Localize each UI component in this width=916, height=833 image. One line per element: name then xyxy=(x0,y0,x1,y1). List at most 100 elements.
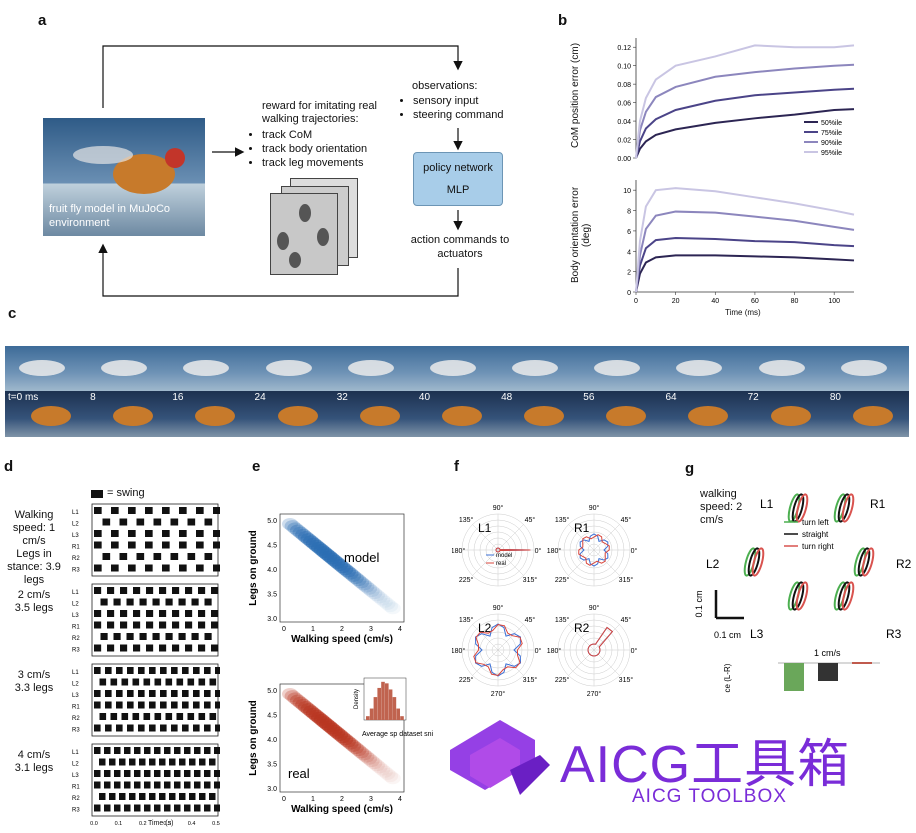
density-cell xyxy=(282,518,298,530)
swing-bar xyxy=(138,724,145,732)
swing-bar xyxy=(165,713,173,720)
swing-bar xyxy=(94,770,101,777)
swing-bar xyxy=(159,644,167,652)
fly-top-view xyxy=(840,360,887,376)
swing-bar xyxy=(149,724,156,732)
swing-bar xyxy=(211,644,219,652)
e-xtick-label: 3 xyxy=(369,626,373,633)
swing-bar xyxy=(107,610,115,617)
b-ytick-label: 0.08 xyxy=(617,82,631,89)
gait-leg-label: R3 xyxy=(72,568,80,574)
b-ytick-label: 10 xyxy=(623,188,631,195)
swing-bar xyxy=(116,724,123,732)
swing-bar xyxy=(94,747,101,754)
b-series-line xyxy=(635,87,855,159)
swing-bar xyxy=(162,564,170,572)
e-ylabel: Legs on ground xyxy=(248,530,259,606)
swing-bar xyxy=(102,553,111,560)
swing-bar xyxy=(111,564,119,572)
e-ytick-label: 3.5 xyxy=(267,762,277,769)
g-leg-label: L1 xyxy=(760,497,774,511)
swing-bar xyxy=(193,701,200,709)
reward-list: track CoM track body orientation track l… xyxy=(248,128,367,170)
polar-angle-label: 90° xyxy=(493,604,504,612)
walking-speed-value: Walking speed: 1 cm/s xyxy=(12,509,56,547)
swing-bar xyxy=(145,530,153,537)
density-cell xyxy=(382,770,399,783)
g-leg-label: R2 xyxy=(896,557,912,571)
density-cell xyxy=(358,580,375,593)
swing-bar xyxy=(215,690,220,697)
b-ytick-label: 2 xyxy=(627,270,631,277)
swing-bar xyxy=(94,610,102,617)
e-ytick-label: 4.0 xyxy=(267,737,277,744)
sim-frame: 32 xyxy=(333,346,417,437)
e-series-label: model xyxy=(344,550,380,565)
polar-legend-label: real xyxy=(496,561,506,567)
swing-bar xyxy=(149,758,156,766)
polar-leg-label: R2 xyxy=(574,621,590,635)
swing-bar xyxy=(198,644,206,652)
swing-bar xyxy=(159,758,166,766)
e-ytick-label: 5.0 xyxy=(267,688,277,695)
polar-spoke xyxy=(497,649,524,676)
swing-bar xyxy=(100,633,108,640)
b-xtick-label: 40 xyxy=(711,298,719,305)
density-cell xyxy=(350,744,367,757)
e-inset-bar xyxy=(388,689,393,720)
swing-bar xyxy=(198,610,206,617)
swing-bar xyxy=(165,633,173,640)
b-legend-label: 75%ile xyxy=(821,130,842,137)
e-ytick-label: 4.5 xyxy=(267,713,277,720)
swing-bar xyxy=(159,587,167,594)
swing-bar xyxy=(196,541,204,549)
gait-leg-label: R1 xyxy=(72,705,80,711)
density-cell xyxy=(366,757,383,770)
swing-bar xyxy=(116,667,123,674)
density-cell xyxy=(363,584,380,597)
swing-bar xyxy=(114,770,121,777)
swing-bar xyxy=(139,598,147,606)
polar-angle-label: 315° xyxy=(523,676,538,684)
fly-side-view xyxy=(359,406,400,426)
swing-bar xyxy=(211,621,219,629)
sim-frame: 80 xyxy=(826,346,910,437)
fly-side-view xyxy=(606,406,647,426)
swing-bar xyxy=(213,530,220,537)
swing-bar xyxy=(184,781,191,789)
g-legend-label: straight xyxy=(802,530,829,539)
observations-title: observations: xyxy=(412,80,478,92)
swing-bar xyxy=(182,690,189,697)
sim-frame: 48 xyxy=(498,346,582,437)
swing-bar xyxy=(187,518,196,526)
frame-time-label: 48 xyxy=(501,392,513,403)
swing-bar xyxy=(119,758,126,766)
fly-side-view xyxy=(688,406,729,426)
b-ytick-label: 0.12 xyxy=(617,45,631,52)
b-legend-label: 50%ile xyxy=(821,120,842,127)
swing-bar xyxy=(128,541,136,549)
reward-item: track body orientation xyxy=(262,142,367,156)
panel-label-e: e xyxy=(252,458,261,475)
density-cell xyxy=(374,763,391,776)
frame-time-label: 40 xyxy=(418,392,431,403)
fly-top-view xyxy=(265,360,312,376)
polar-angle-label: 45° xyxy=(621,516,632,524)
swing-bar xyxy=(105,667,112,674)
swing-bar xyxy=(134,770,141,777)
swing-bar xyxy=(102,518,111,526)
swing-bar xyxy=(128,530,136,537)
swing-bar xyxy=(193,667,200,674)
swing-bar xyxy=(94,724,101,732)
gait-leg-label: L2 xyxy=(72,682,79,688)
density-cell xyxy=(358,750,375,763)
gait-leg-label: L2 xyxy=(72,762,79,768)
density-cell xyxy=(382,600,399,613)
swing-bar xyxy=(146,621,154,629)
swing-bar xyxy=(94,587,102,594)
gait-leg-label: R2 xyxy=(72,796,80,802)
